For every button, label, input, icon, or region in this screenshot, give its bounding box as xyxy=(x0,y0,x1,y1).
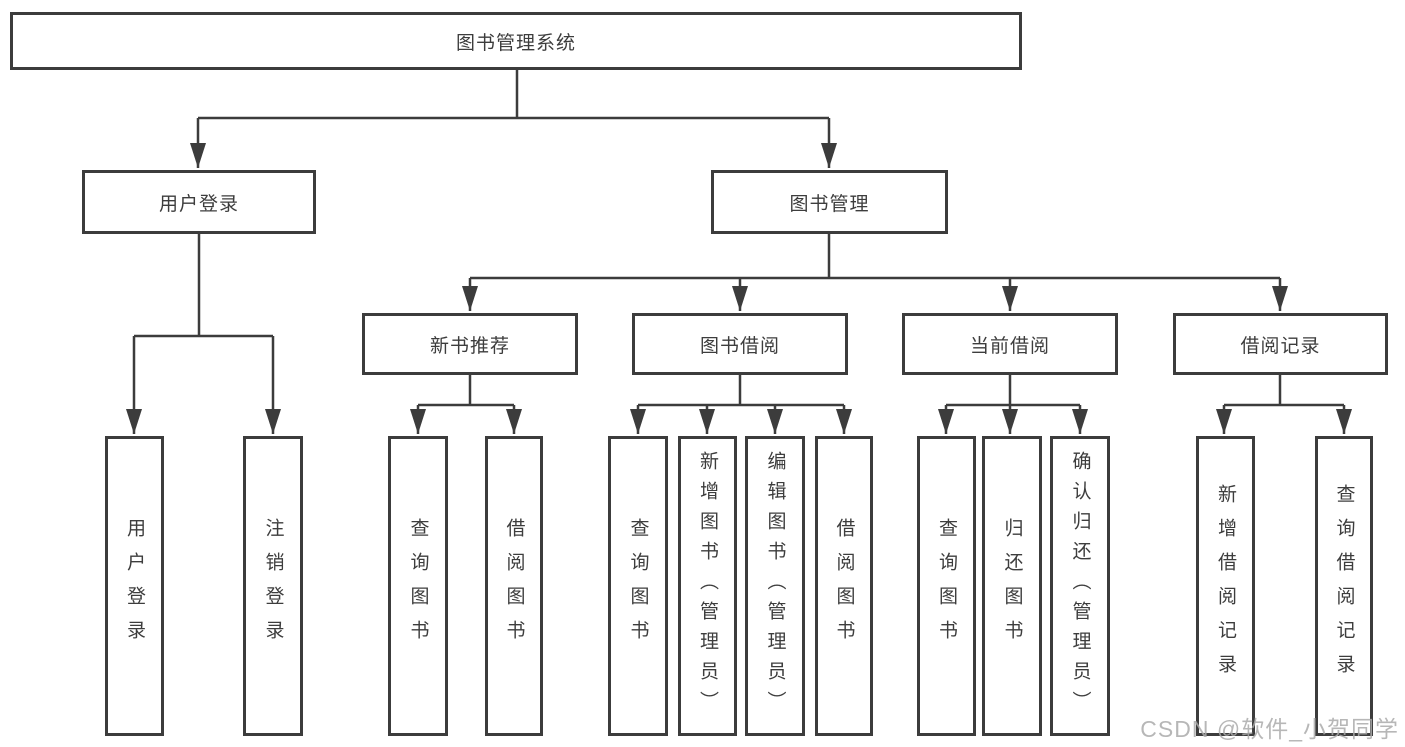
leaf-return-books-label: 归还图书 xyxy=(1001,518,1023,654)
leaf-query-books-recommend-label: 查询图书 xyxy=(407,518,429,654)
leaf-borrow-books-borrowing: 借阅图书 xyxy=(815,436,873,736)
node-current-borrowing-label: 当前借阅 xyxy=(969,335,1050,357)
leaf-borrow-books-recommend: 借阅图书 xyxy=(485,436,543,736)
leaf-add-borrow-record: 新增借阅记录 xyxy=(1196,436,1255,736)
leaf-query-books-borrowing: 查询图书 xyxy=(608,436,668,736)
node-book-borrowing-label: 图书借阅 xyxy=(699,335,780,357)
leaf-query-books-borrowing-label: 查询图书 xyxy=(627,518,649,654)
leaf-logout-login-label: 注销登录 xyxy=(262,518,284,654)
node-library-system: 图书管理系统 xyxy=(10,12,1022,70)
leaf-logout-login: 注销登录 xyxy=(243,436,303,736)
leaf-add-books-admin: 新增图书（管理员） xyxy=(678,436,737,736)
leaf-return-books: 归还图书 xyxy=(982,436,1042,736)
leaf-add-borrow-record-label: 新增借阅记录 xyxy=(1215,484,1236,688)
node-user-login: 用户登录 xyxy=(82,170,316,234)
leaf-query-books-current-label: 查询图书 xyxy=(936,518,957,654)
leaf-query-books-recommend: 查询图书 xyxy=(388,436,448,736)
leaf-confirm-return-admin-label: 确认归还（管理员） xyxy=(1069,451,1091,721)
leaf-borrow-books-recommend-label: 借阅图书 xyxy=(503,518,525,654)
leaf-confirm-return-admin: 确认归还（管理员） xyxy=(1050,436,1110,736)
leaf-edit-books-admin: 编辑图书（管理员） xyxy=(745,436,805,736)
node-book-borrowing: 图书借阅 xyxy=(632,313,848,375)
node-borrowing-records-label: 借阅记录 xyxy=(1240,335,1321,357)
leaf-borrow-books-borrowing-label: 借阅图书 xyxy=(833,518,855,654)
leaf-user-login: 用户登录 xyxy=(105,436,164,736)
csdn-watermark: CSDN @软件_小贺同学 xyxy=(1140,716,1399,742)
node-borrowing-records: 借阅记录 xyxy=(1173,313,1388,375)
leaf-add-books-admin-label: 新增图书（管理员） xyxy=(697,451,718,721)
node-book-management-label: 图书管理 xyxy=(789,193,870,215)
leaf-query-books-current: 查询图书 xyxy=(917,436,976,736)
leaf-user-login-label: 用户登录 xyxy=(124,518,145,654)
node-new-book-recommendation-label: 新书推荐 xyxy=(429,335,510,357)
leaf-edit-books-admin-label: 编辑图书（管理员） xyxy=(764,451,786,721)
node-new-book-recommendation: 新书推荐 xyxy=(362,313,578,375)
leaf-query-borrow-record: 查询借阅记录 xyxy=(1315,436,1373,736)
node-library-system-label: 图书管理系统 xyxy=(455,32,576,54)
node-user-login-label: 用户登录 xyxy=(158,193,239,215)
node-book-management: 图书管理 xyxy=(711,170,948,234)
node-current-borrowing: 当前借阅 xyxy=(902,313,1118,375)
leaf-query-borrow-record-label: 查询借阅记录 xyxy=(1333,484,1355,688)
